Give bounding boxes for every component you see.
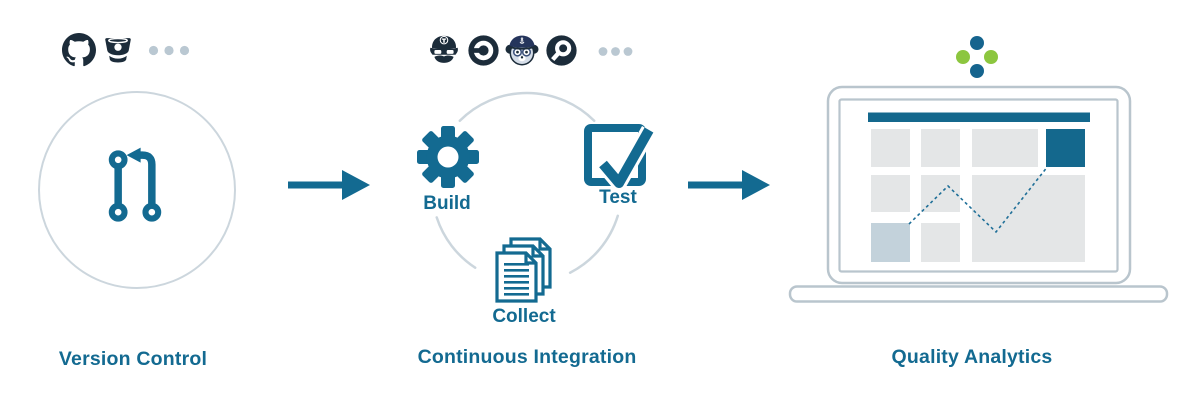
- ellipsis-icon: [148, 45, 190, 56]
- stage-quality-analytics: Quality Analytics: [780, 0, 1200, 400]
- plus-dots-logo-icon: [956, 36, 998, 78]
- stacked-documents-icon: [495, 237, 552, 303]
- appveyor-icon: [546, 35, 577, 66]
- travis-ci-icon: [429, 35, 459, 65]
- git-pull-request-icon: [108, 147, 162, 222]
- circleci-icon: [468, 35, 499, 66]
- stage-version-control: Version Control: [0, 0, 380, 400]
- github-icon: [62, 33, 96, 67]
- laptop-dashboard: [788, 85, 1169, 303]
- bitbucket-icon: [105, 37, 131, 63]
- stage-label-version-control: Version Control: [58, 348, 208, 370]
- arrow-right-icon: [288, 170, 370, 200]
- dashboard-header-bar: [868, 112, 1090, 122]
- stage-label-quality-analytics: Quality Analytics: [891, 346, 1053, 368]
- stage-continuous-integration: Build Test: [380, 0, 680, 400]
- dashboard-highlight-tile: [1046, 129, 1085, 167]
- version-control-circle: [38, 91, 236, 289]
- gear-icon: [417, 126, 479, 188]
- ellipsis-icon: [598, 47, 633, 56]
- step-label-test: Test: [599, 187, 637, 208]
- step-label-collect: Collect: [492, 306, 556, 327]
- arrow-right-icon: [688, 170, 770, 200]
- step-label-build: Build: [423, 193, 471, 214]
- captain-lemur-ci-icon: [505, 35, 539, 66]
- dashboard-steel-tile: [871, 223, 910, 262]
- trend-line: [908, 165, 1049, 234]
- ci-cycle-arcs: [435, 91, 620, 274]
- checkbox-check-icon: [584, 124, 655, 188]
- stage-label-continuous-integration: Continuous Integration: [417, 346, 637, 368]
